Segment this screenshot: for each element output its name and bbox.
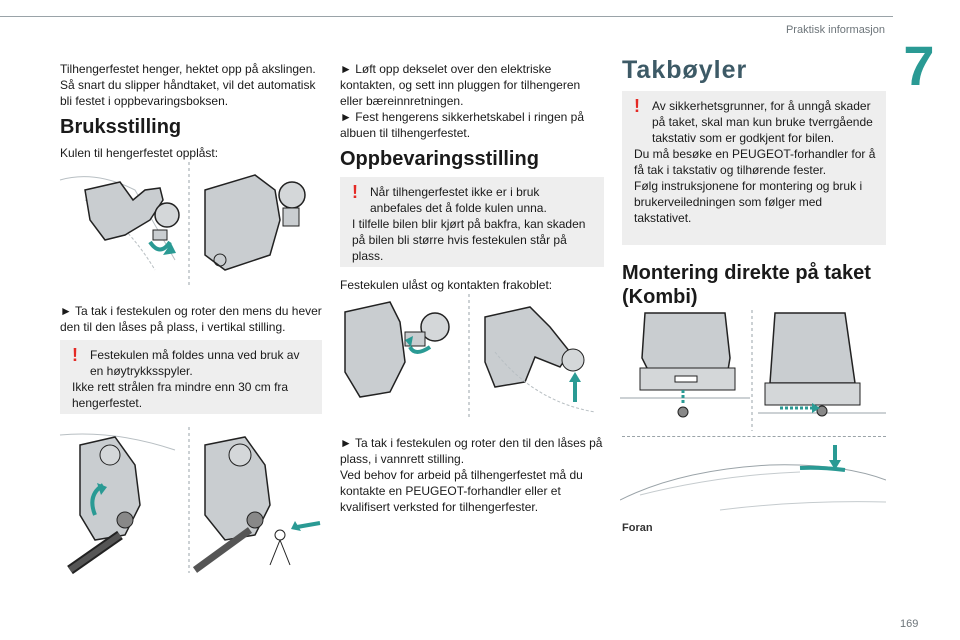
heading-bruksstilling: Bruksstilling (60, 116, 182, 138)
figure-towbar-connect (55, 425, 325, 575)
caption-unlocked: Kulen til hengerfestet opplåst: (60, 146, 219, 160)
warning-text-1: Når tilhengerfestet ikke er i bruk anbef… (370, 185, 547, 215)
warning-text-1: Av sikkerhetsgrunner, for å unngå skader… (652, 99, 873, 145)
figure-divider (622, 436, 886, 437)
step-rotate-horizontal: ► Ta tak i festekulen og roter den til d… (340, 436, 603, 466)
warning-text-2: I tilfelle bilen blir kjørt på bakfra, k… (352, 217, 586, 263)
warning-icon: ! (634, 96, 640, 116)
intro-text: Tilhengerfestet henger, hektet opp på ak… (60, 62, 316, 108)
figure-towbar-storage (335, 292, 605, 422)
heading-oppbevaringsstilling: Oppbevaringsstilling (340, 148, 539, 170)
warning-icon: ! (72, 345, 78, 365)
heading-takboyler: Takbøyler (622, 56, 748, 84)
caption-front: Foran (622, 522, 653, 534)
page-number: 169 (900, 618, 919, 630)
header-rule (0, 16, 893, 17)
figure-towbar-unlocked (55, 160, 325, 288)
text-workshop-advice: Ved behov for arbeid på tilhengerfestet … (340, 468, 583, 514)
heading-montering: Montering direkte på taket (Kombi) (622, 262, 871, 308)
warning-box-storage: ! Når tilhengerfestet ikke er i bruk anb… (340, 177, 604, 267)
warning-text-2: Ikke rett strålen fra mindre enn 30 cm f… (72, 380, 289, 410)
step-rotate-vertical: ► Ta tak i festekulen og roter den mens … (60, 304, 322, 334)
figure-car-roof (620, 440, 886, 518)
chapter-number: 7 (903, 34, 935, 97)
step-lift-cover: ► Løft opp dekselet over den elektriske … (340, 62, 581, 108)
warning-box-roof-bars: ! Av sikkerhetsgrunner, for å unngå skad… (622, 91, 886, 245)
warning-text-2: Du må besøke en PEUGEOT-forhandler for å… (634, 147, 876, 177)
section-title: Praktisk informasjon (785, 24, 885, 36)
warning-box-pressure-washer: ! Festekulen må foldes unna ved bruk av … (60, 340, 322, 414)
step-safety-cable: ► Fest hengerens sikkerhetskabel i ringe… (340, 110, 585, 140)
warning-icon: ! (352, 182, 358, 202)
caption-locked: Festekulen ulåst og kontakten frakoblet: (340, 278, 553, 292)
figure-roof-bar-fixing (620, 308, 886, 433)
warning-text-1: Festekulen må foldes unna ved bruk av en… (90, 348, 300, 378)
warning-text-3: Følg instruksjonene for montering og bru… (634, 179, 863, 225)
